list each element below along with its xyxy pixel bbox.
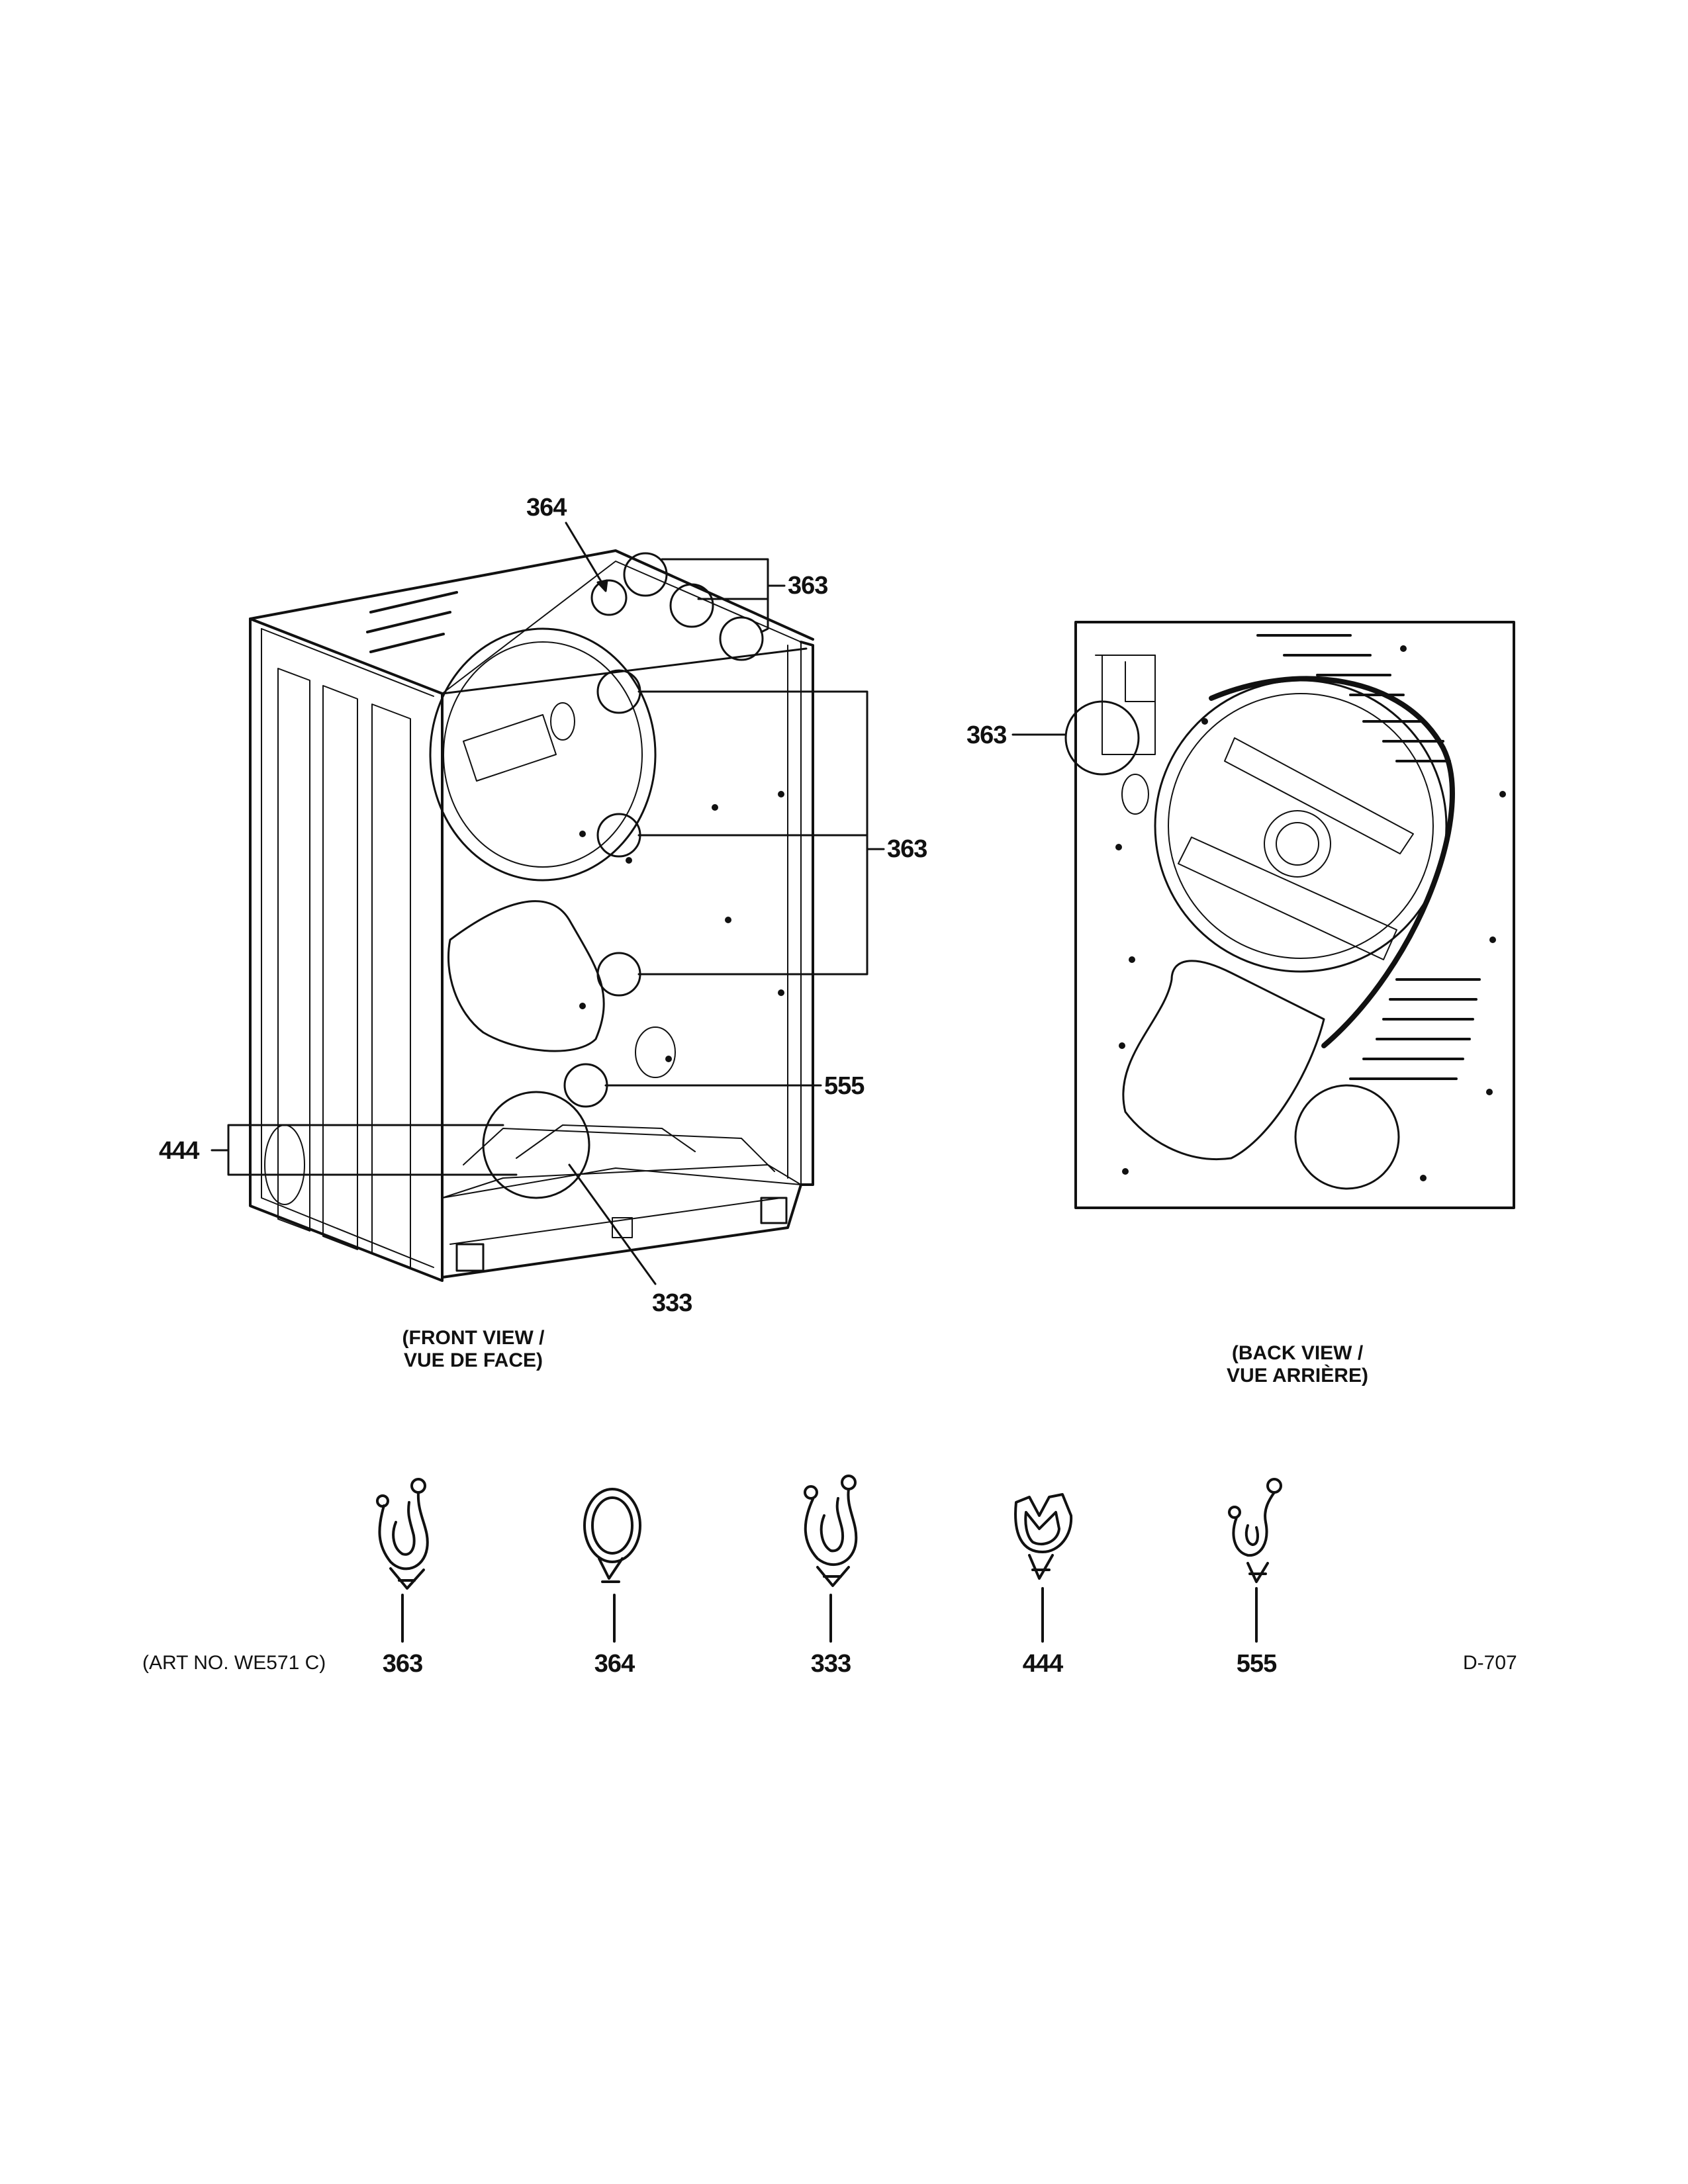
- wire-clip-open-icon: [804, 1475, 858, 1643]
- diagram-code: D-707: [1463, 1652, 1517, 1674]
- wire-clip-hook-icon: [1228, 1478, 1282, 1643]
- back-view-cabinet: [1074, 621, 1515, 1209]
- part-number-555: 555: [1236, 1650, 1277, 1678]
- front-view-cabinet: [249, 549, 814, 1282]
- callout-333: 333: [652, 1289, 692, 1317]
- back-view-caption-line2: VUE ARRIÈRE): [1227, 1365, 1368, 1387]
- part-number-363: 363: [382, 1650, 423, 1678]
- front-view-caption-line1: (FRONT VIEW /: [402, 1327, 545, 1349]
- front-view-clip-markers: [482, 552, 764, 1199]
- wire-clip-tulip-icon: [1014, 1493, 1073, 1643]
- callout-364: 364: [526, 494, 567, 522]
- back-view-caption: (BACK VIEW / VUE ARRIÈRE): [1158, 1342, 1436, 1387]
- part-number-333: 333: [810, 1650, 851, 1678]
- callout-363-top: 363: [788, 572, 828, 600]
- part-number-364: 364: [594, 1650, 635, 1678]
- wire-clip-ring-icon: [583, 1488, 641, 1643]
- art-number: (ART NO. WE571 C): [142, 1652, 326, 1674]
- front-view-caption-line2: VUE DE FACE): [403, 1349, 543, 1371]
- front-view-leaders: [211, 522, 885, 1285]
- callout-363-back: 363: [966, 721, 1007, 749]
- callout-555: 555: [824, 1072, 865, 1100]
- wire-clip-open-icon: [376, 1478, 429, 1643]
- callout-363-middle: 363: [887, 835, 927, 863]
- back-view-caption-line1: (BACK VIEW /: [1231, 1342, 1364, 1364]
- front-view-caption: (FRONT VIEW / VUE DE FACE): [334, 1327, 612, 1372]
- callout-444: 444: [159, 1137, 199, 1165]
- back-view-clip-marker: [1011, 700, 1140, 776]
- part-number-444: 444: [1022, 1650, 1063, 1678]
